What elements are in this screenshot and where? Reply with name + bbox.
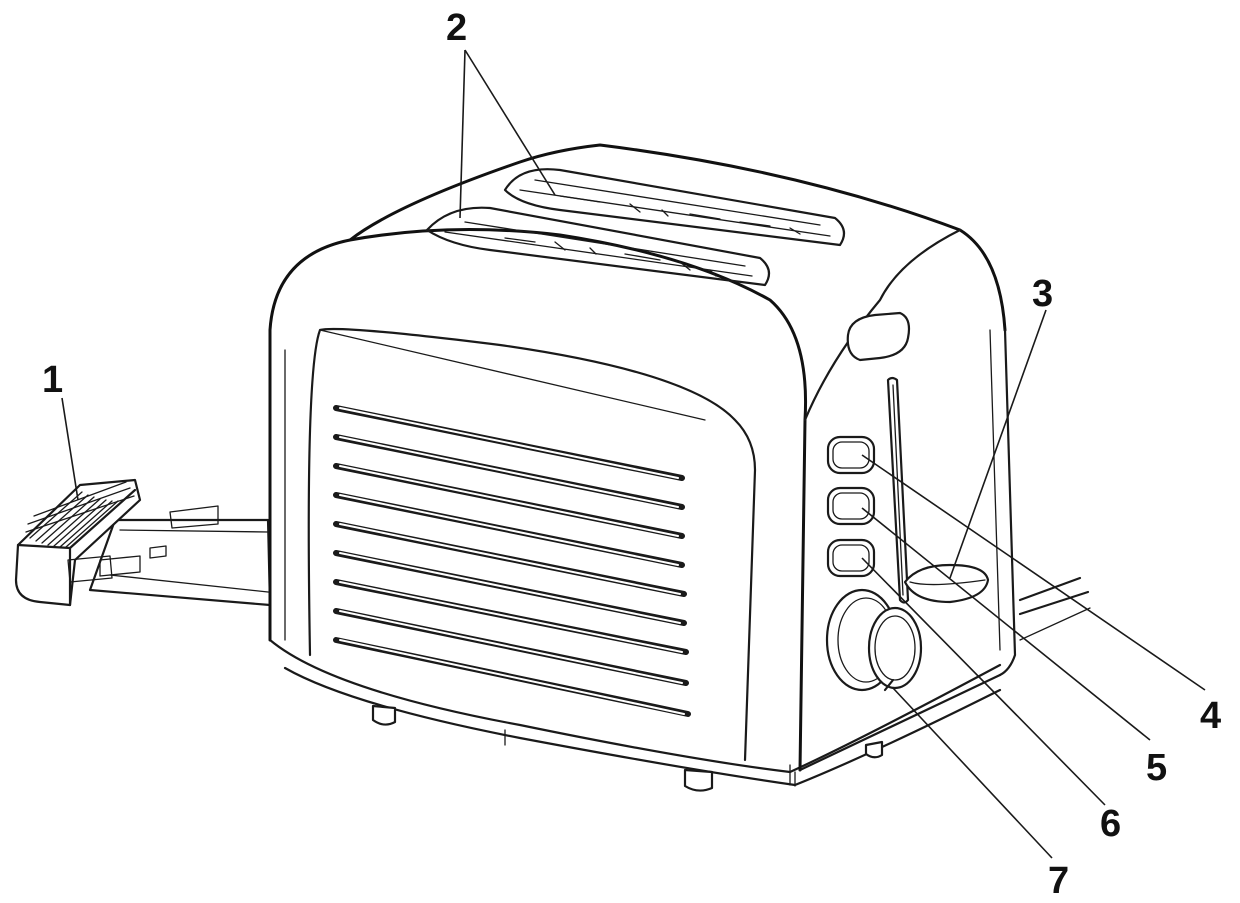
indicator-window — [846, 311, 911, 362]
callout-3: 3 — [1032, 273, 1053, 315]
callout-1: 1 — [42, 359, 63, 401]
power-cord — [1018, 576, 1091, 641]
callout-5: 5 — [1146, 747, 1167, 789]
callout-2: 2 — [446, 7, 467, 49]
button-part-4 — [826, 435, 876, 475]
callout-labels: 1 2 3 4 5 6 7 — [42, 7, 1221, 902]
callout-7: 7 — [1048, 860, 1069, 902]
button-part-5 — [826, 486, 876, 526]
callout-6: 6 — [1100, 803, 1121, 845]
toaster-body — [268, 143, 1017, 792]
bread-slots — [425, 168, 846, 287]
front-vents — [333, 405, 691, 717]
leader-lines — [61, 49, 1206, 859]
button-part-6 — [826, 538, 876, 578]
callout-4: 4 — [1200, 695, 1221, 737]
lever-knob — [903, 563, 990, 604]
browning-knob — [825, 588, 923, 692]
function-buttons — [826, 435, 876, 578]
crumb-tray — [14, 478, 272, 607]
